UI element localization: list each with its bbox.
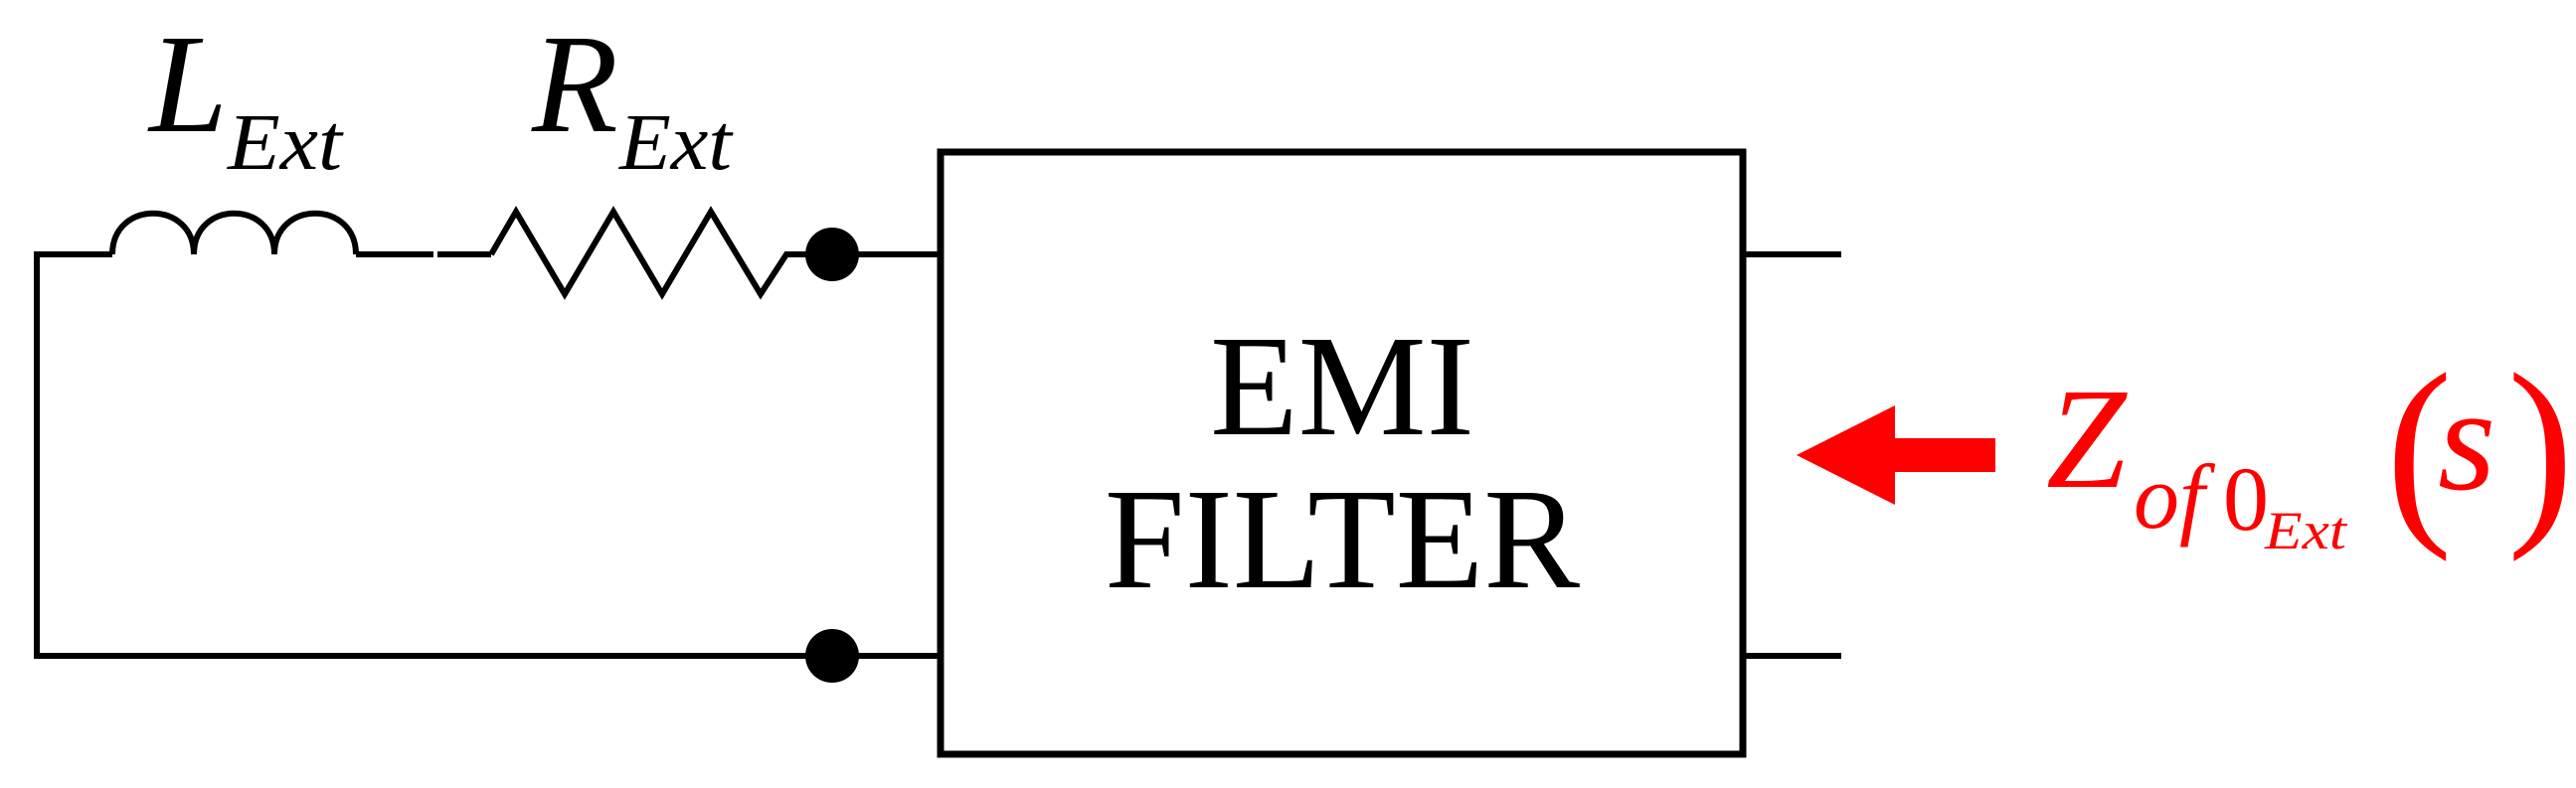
resistor-label: R Ext [531, 5, 734, 187]
node-dot-icon [805, 629, 859, 683]
impedance-variable-s: s [2438, 357, 2495, 522]
resistor-subscript: Ext [618, 99, 734, 187]
impedance-subsubscript-ext: Ext [2264, 501, 2348, 560]
impedance-close-paren: ) [2507, 332, 2574, 562]
inductor-symbol: L [147, 5, 228, 162]
inductor-label: L Ext [147, 5, 344, 187]
arrow-left-icon [1797, 405, 1995, 505]
node-dot-icon [805, 228, 859, 281]
filter-label-line2: FILTER [1105, 460, 1580, 619]
resistor-symbol: R [531, 5, 618, 162]
impedance-open-paren: ( [2386, 332, 2453, 562]
resistor-zigzag-icon [488, 206, 832, 300]
inductor-coil-icon [109, 210, 359, 255]
impedance-symbol: Z [2046, 360, 2128, 519]
impedance-subscript-of: of [2134, 446, 2216, 548]
impedance-label: Z of 0 Ext ( s ) [2046, 332, 2574, 562]
impedance-subscript-zero: 0 [2223, 448, 2269, 550]
emi-filter-block [937, 148, 1747, 758]
filter-label-line1: EMI [1210, 307, 1474, 466]
inductor-subscript: Ext [227, 99, 344, 187]
left-loop-wire [34, 251, 941, 659]
